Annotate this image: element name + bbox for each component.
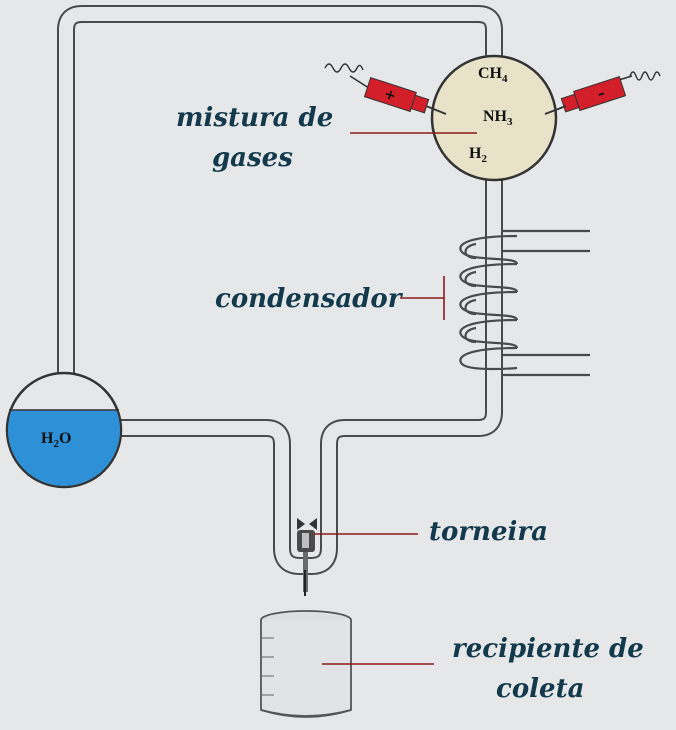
left-electrode: +	[324, 63, 447, 115]
ammonia-formula: NH3	[483, 108, 513, 128]
label-tap: torneira	[429, 517, 548, 547]
collection-vessel	[260, 610, 352, 718]
graduation-marks	[262, 637, 274, 696]
label-gas-mixture-line1: mistura de	[176, 103, 334, 133]
positive-sign: +	[382, 86, 398, 105]
water-flask: H2O	[5, 371, 123, 489]
right-wire-icon	[629, 71, 661, 81]
label-collection-vessel-line1: recipiente de	[452, 634, 644, 664]
water-level	[8, 410, 120, 486]
hydrogen-formula: H2	[469, 145, 487, 165]
right-electrode: –	[544, 71, 661, 115]
left-wire-icon	[324, 63, 364, 73]
water-formula: H2O	[41, 430, 71, 450]
gas-flask: CH4 NH3 H2	[430, 54, 558, 182]
label-collection-vessel-line2: coleta	[496, 674, 585, 704]
label-gas-mixture-line2: gases	[212, 143, 293, 173]
tap[interactable]	[297, 518, 317, 596]
negative-sign: –	[596, 85, 608, 102]
leader-lines	[314, 132, 477, 665]
label-condenser: condensador	[215, 284, 402, 314]
condenser-coil	[459, 234, 519, 371]
condenser	[459, 229, 590, 377]
glass-tubing	[57, 5, 503, 575]
methane-formula: CH4	[478, 65, 508, 85]
